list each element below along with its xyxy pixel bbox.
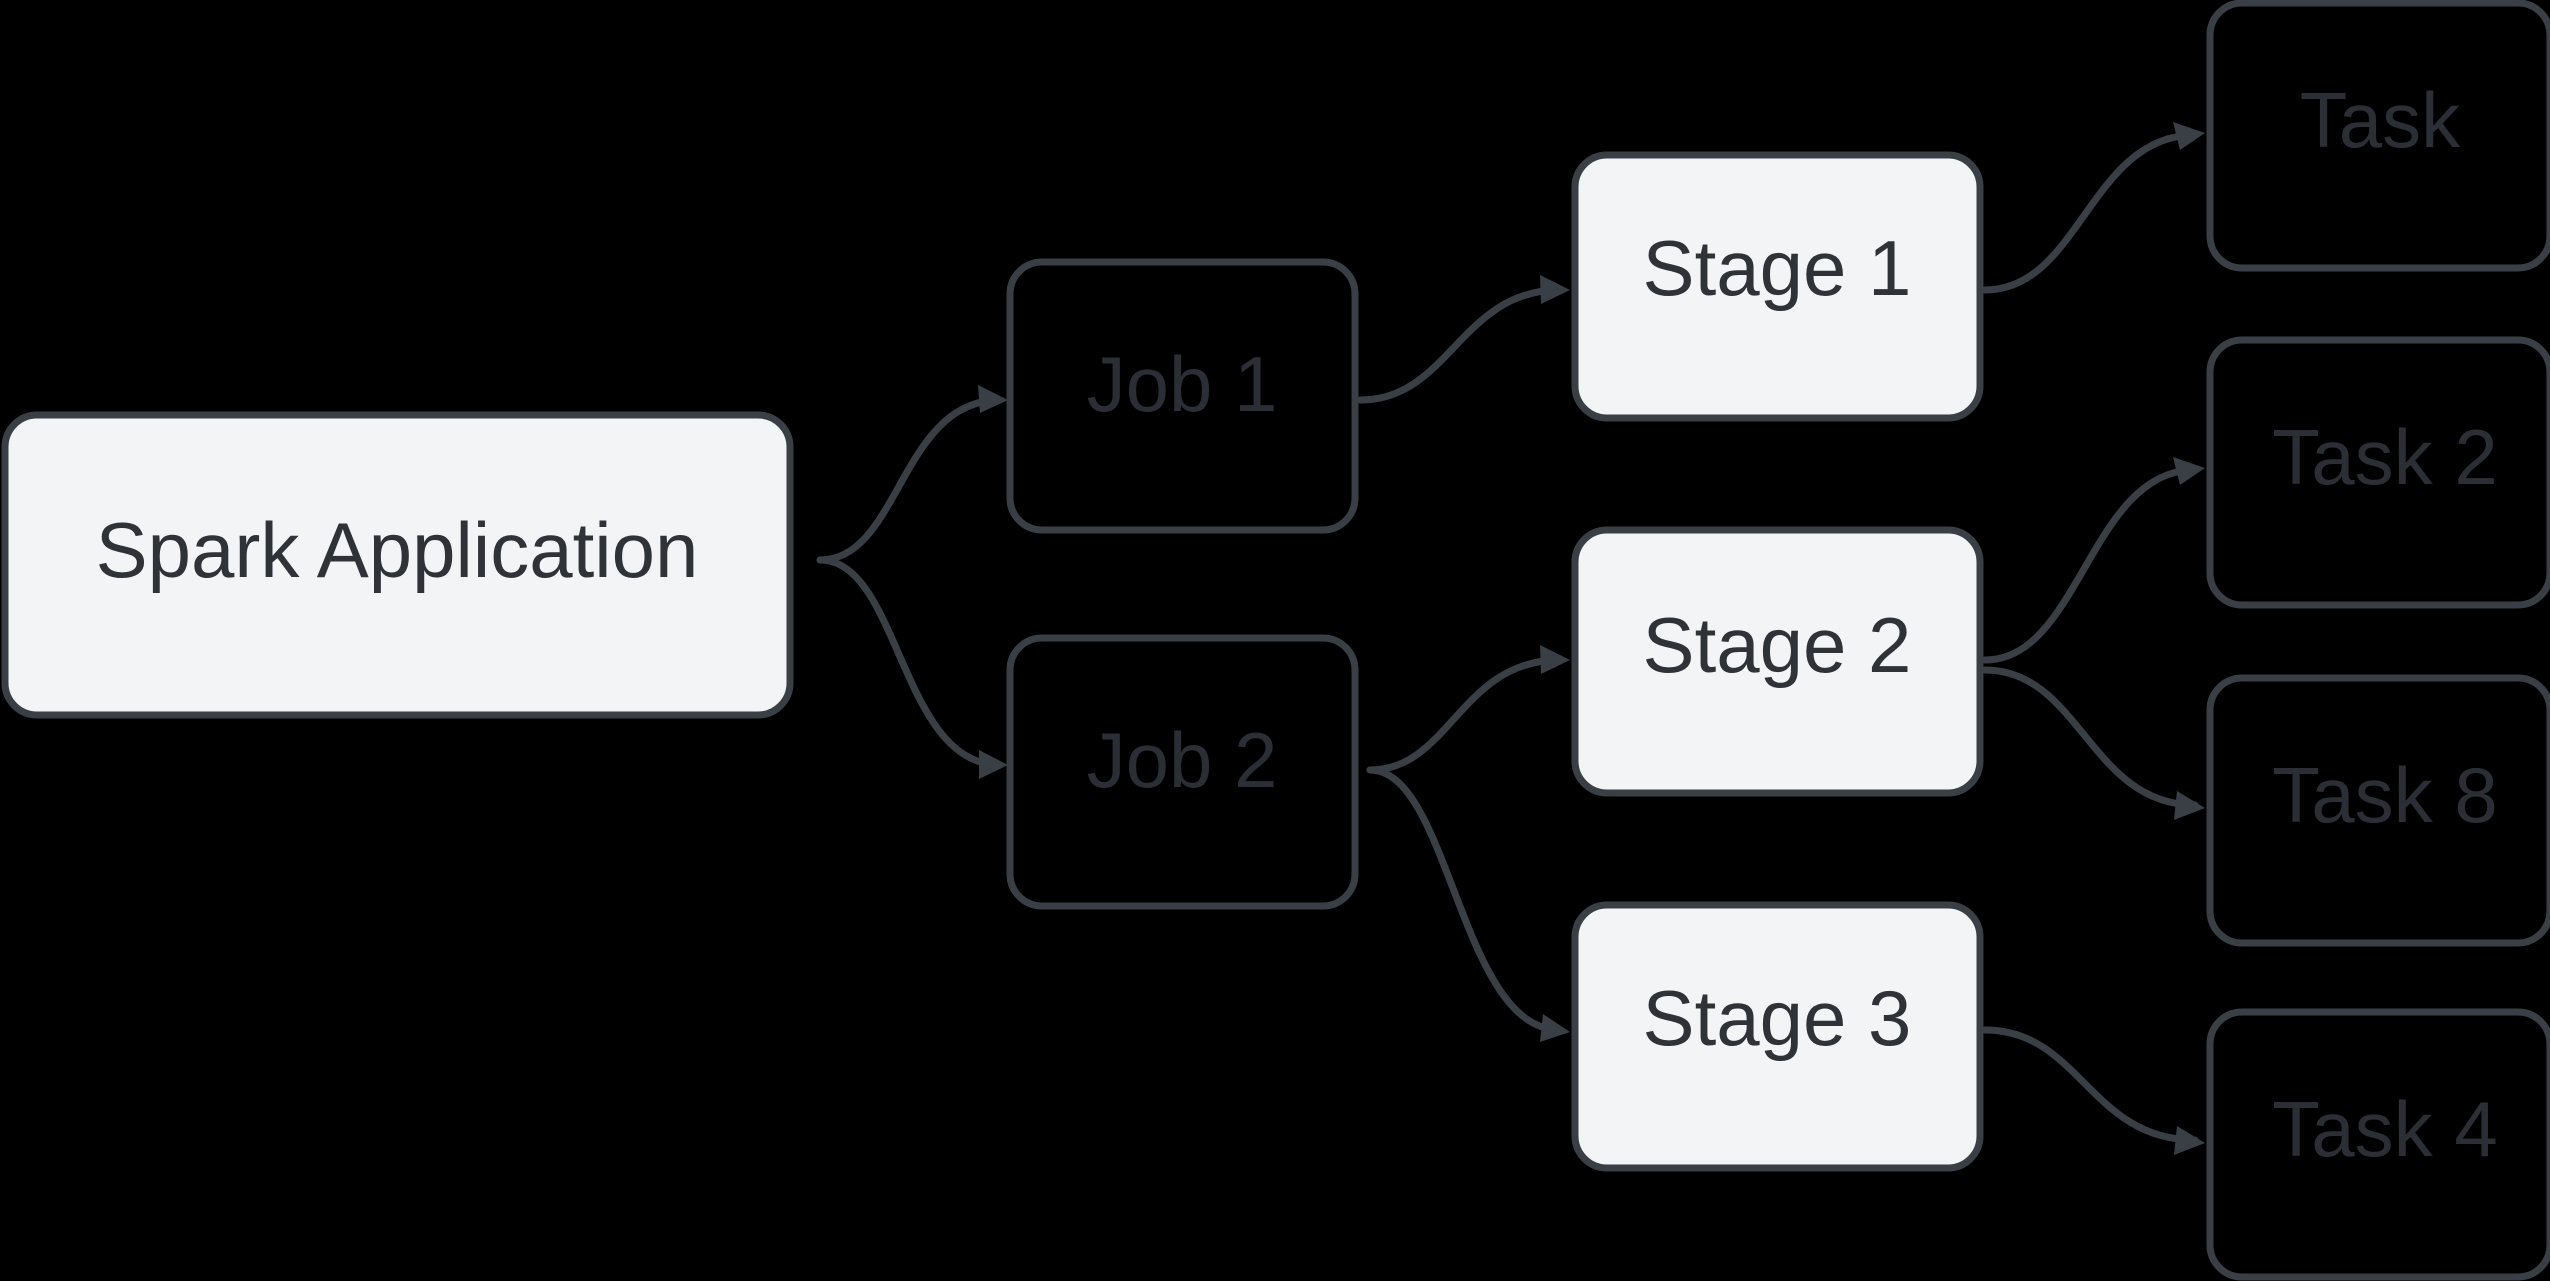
node-label-task-3: Task 8 bbox=[2272, 751, 2497, 839]
node-label-stage-3: Stage 3 bbox=[1643, 974, 1912, 1062]
edge-stage3-to-task4 bbox=[1981, 1026, 2205, 1155]
node-label-task-2: Task 2 bbox=[2272, 413, 2497, 501]
node-job-2: Job 2 bbox=[1006, 634, 1359, 910]
node-label-stage-1: Stage 1 bbox=[1643, 224, 1912, 312]
node-stage-2: Stage 2 bbox=[1571, 526, 1984, 797]
node-stage-3: Stage 3 bbox=[1571, 901, 1984, 1172]
edge-app-to-job2 bbox=[816, 556, 1008, 779]
node-label-job-1: Job 1 bbox=[1087, 340, 1278, 428]
edges bbox=[816, 122, 2205, 1155]
node-task-3: Task 8 bbox=[2206, 674, 2550, 947]
edge-job2-to-stage3 bbox=[1366, 766, 1570, 1042]
node-task-4: Task 4 bbox=[2206, 1008, 2550, 1281]
edge-stage2-to-task3 bbox=[1981, 666, 2205, 820]
node-label-task-4: Task 4 bbox=[2272, 1085, 2497, 1173]
edge-stage2-to-task2 bbox=[1981, 457, 2205, 664]
edge-job1-to-stage1 bbox=[1356, 275, 1570, 404]
edge-stage1-to-task1 bbox=[1981, 122, 2205, 294]
node-label-spark-application: Spark Application bbox=[96, 506, 699, 594]
node-label-job-2: Job 2 bbox=[1087, 716, 1278, 804]
edge-app-to-job1 bbox=[816, 385, 1008, 564]
node-spark-application: Spark Application bbox=[1, 411, 794, 719]
node-job-1: Job 1 bbox=[1006, 258, 1359, 534]
edge-job2-to-stage2 bbox=[1366, 645, 1570, 774]
node-label-stage-2: Stage 2 bbox=[1643, 601, 1912, 689]
node-task-1: Task bbox=[2206, 0, 2550, 272]
node-task-2: Task 2 bbox=[2206, 336, 2550, 609]
node-stage-1: Stage 1 bbox=[1571, 151, 1984, 422]
node-label-task-1: Task bbox=[2300, 76, 2461, 164]
